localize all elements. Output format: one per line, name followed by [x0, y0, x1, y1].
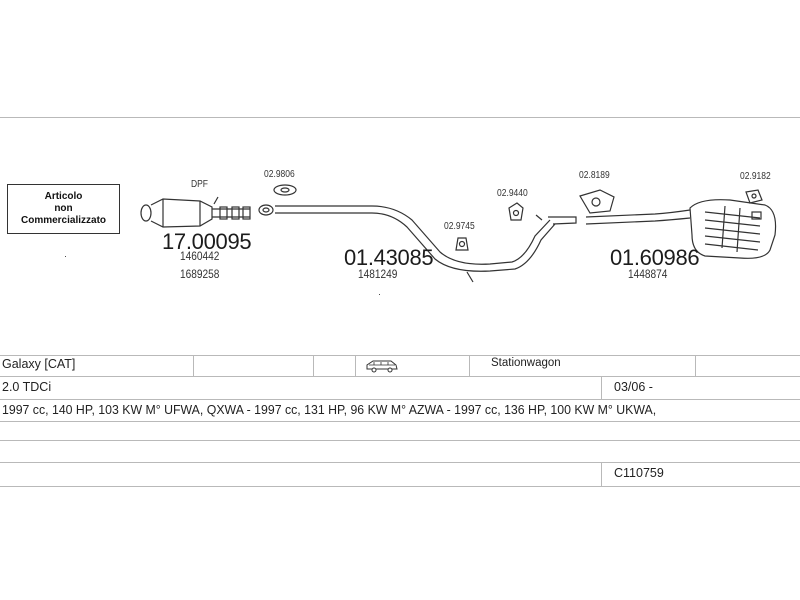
- part-ref: 1460442: [180, 251, 220, 263]
- production-date: 03/06 -: [614, 380, 653, 394]
- notice-line-2: non: [54, 203, 73, 214]
- vehicle-model: Galaxy [CAT]: [2, 357, 76, 371]
- clamp-ring: [258, 204, 274, 216]
- station-wagon-icon: [366, 360, 398, 373]
- table-row-divider: [0, 399, 800, 400]
- hanger-02-9182: [745, 189, 763, 204]
- dpf-catalyst: [140, 196, 251, 228]
- table-col-divider: [193, 355, 194, 376]
- part-number-rear-silencer[interactable]: 01.60986: [610, 245, 700, 270]
- accessory-tag[interactable]: 02.9182: [740, 171, 771, 182]
- table-row-divider: [0, 440, 800, 441]
- accessory-tag[interactable]: 02.8189: [579, 170, 610, 181]
- middle-pipe: [275, 205, 577, 283]
- part-number-middle-pipe[interactable]: 01.43085: [344, 245, 434, 270]
- body-type: Stationwagon: [491, 357, 561, 369]
- exhaust-system-diagram: [140, 184, 777, 283]
- table-col-divider: [355, 355, 356, 376]
- hanger-02-9440: [508, 202, 524, 221]
- table-row-divider: [0, 462, 800, 463]
- table-col-divider: [601, 462, 602, 486]
- accessory-tag[interactable]: 02.9806: [264, 169, 295, 180]
- notice-line-3: Commercializzato: [20, 215, 107, 226]
- table-row-divider: [0, 421, 800, 422]
- dpf-label: DPF: [191, 179, 208, 190]
- accessory-tag[interactable]: 02.9440: [497, 188, 528, 199]
- top-border: [0, 117, 800, 118]
- engine-label: 2.0 TDCi: [2, 380, 52, 394]
- table-row-divider: [0, 355, 800, 356]
- table-row-divider: [0, 376, 800, 377]
- table-row-divider: [0, 486, 800, 487]
- hanger-02-8189: [579, 189, 615, 214]
- part-ref: 1689258: [180, 269, 220, 281]
- pipe-clamp-bolt: [535, 214, 543, 221]
- table-col-divider: [469, 355, 470, 376]
- table-col-divider: [313, 355, 314, 376]
- hanger-02-9806: [273, 184, 297, 196]
- part-ref: 1448874: [628, 269, 668, 281]
- dot-marker: ·: [378, 289, 381, 299]
- not-available-notice: Articolo non Commercializzato: [7, 184, 120, 234]
- rear-pipe-silencer: [585, 199, 777, 259]
- catalog-code: C110759: [614, 466, 664, 480]
- dot-marker: ·: [64, 251, 67, 261]
- table-col-divider: [601, 376, 602, 399]
- accessory-tag[interactable]: 02.9745: [444, 221, 475, 232]
- table-col-divider: [695, 355, 696, 376]
- part-number-dpf[interactable]: 17.00095: [162, 229, 252, 254]
- engine-codes: 1997 cc, 140 HP, 103 KW M° UFWA, QXWA - …: [2, 403, 657, 417]
- notice-line-1: Articolo: [44, 191, 83, 202]
- part-ref: 1481249: [358, 269, 398, 281]
- hanger-02-9745: [455, 237, 469, 251]
